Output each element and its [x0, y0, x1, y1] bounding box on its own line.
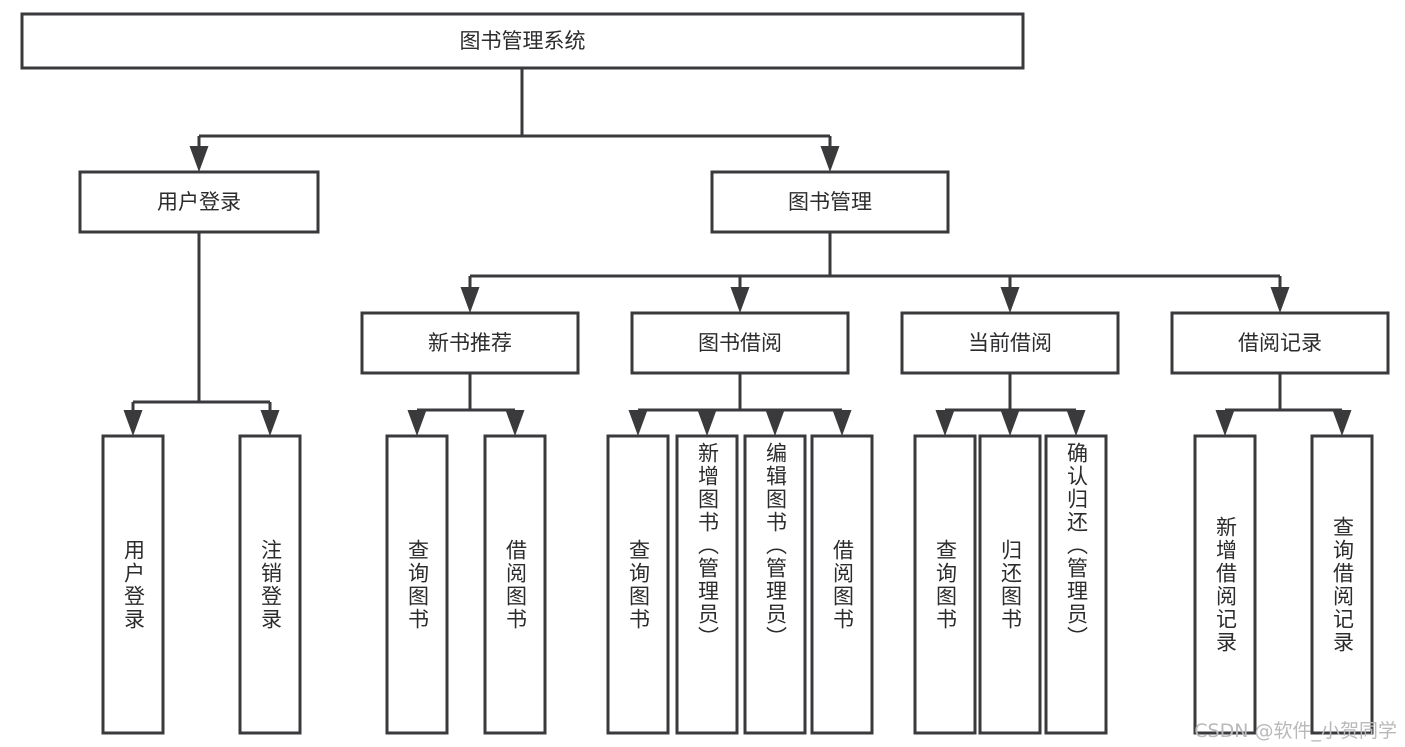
node-label-book-borrow: 图书借阅: [698, 331, 782, 355]
node-box-leaf-borrow-book-1[interactable]: [483, 434, 547, 735]
node-label-current-borrow: 当前借阅: [968, 331, 1052, 355]
node-label-book-manage: 图书管理: [788, 190, 872, 214]
connector-arrow: [697, 410, 717, 436]
node-label-new-book-rec: 新书推荐: [428, 331, 512, 355]
node-box-leaf-user-login[interactable]: [101, 434, 165, 735]
node-box-book-borrow[interactable]: [630, 311, 850, 375]
node-box-leaf-query-book-3[interactable]: [913, 434, 977, 735]
node-box-current-borrow[interactable]: [900, 311, 1120, 375]
node-box-leaf-confirm-return[interactable]: [1044, 434, 1108, 735]
csdn-watermark: CSDN @软件_小贺同学: [1194, 720, 1397, 742]
connector-arrow: [765, 410, 785, 436]
connector-arrow: [1332, 410, 1352, 436]
node-box-borrow-record[interactable]: [1170, 311, 1390, 375]
connector-arrow: [123, 402, 143, 436]
connector-arrow: [832, 410, 852, 436]
connector-arrow: [189, 136, 209, 172]
connector-bus: [133, 232, 270, 404]
connector-arrow: [628, 410, 648, 436]
node-box-leaf-return-book[interactable]: [978, 434, 1042, 735]
connector-bus: [1225, 373, 1342, 412]
node-box-leaf-query-book-1[interactable]: [385, 434, 449, 735]
node-box-leaf-logout[interactable]: [238, 434, 302, 735]
connector-bus: [470, 232, 1280, 278]
connector-arrow: [407, 410, 427, 436]
connector-bus: [638, 373, 842, 412]
connector-arrow: [1066, 410, 1086, 436]
node-box-leaf-edit-book[interactable]: [743, 434, 807, 735]
connector-bus: [417, 373, 515, 412]
connector-bus: [199, 68, 830, 138]
connector-arrow: [1000, 276, 1020, 313]
node-label-root: 图书管理系统: [460, 29, 586, 53]
node-box-leaf-add-record[interactable]: [1193, 434, 1257, 735]
node-box-leaf-add-book[interactable]: [675, 434, 739, 735]
connector-arrow: [935, 410, 955, 436]
node-box-layer: [20, 12, 1390, 735]
connector-arrow: [260, 402, 280, 436]
node-box-user-login[interactable]: [78, 170, 320, 234]
node-box-leaf-query-book-2[interactable]: [606, 434, 670, 735]
connector-arrow: [730, 276, 750, 313]
connector-arrow: [1270, 276, 1290, 313]
connector-layer: [123, 68, 1352, 436]
connector-bus: [945, 373, 1076, 412]
node-box-leaf-query-record[interactable]: [1310, 434, 1374, 735]
connector-arrow: [1000, 410, 1020, 436]
node-label-user-login: 用户登录: [157, 190, 241, 214]
connector-arrow: [820, 136, 840, 172]
node-label-borrow-record: 借阅记录: [1238, 331, 1322, 355]
connector-arrow: [505, 410, 525, 436]
node-box-book-manage[interactable]: [710, 170, 950, 234]
connector-arrow: [460, 276, 480, 313]
node-box-root[interactable]: [20, 12, 1025, 70]
connector-arrow: [1215, 410, 1235, 436]
node-box-new-book-rec[interactable]: [360, 311, 580, 375]
node-box-leaf-borrow-book-2[interactable]: [810, 434, 874, 735]
